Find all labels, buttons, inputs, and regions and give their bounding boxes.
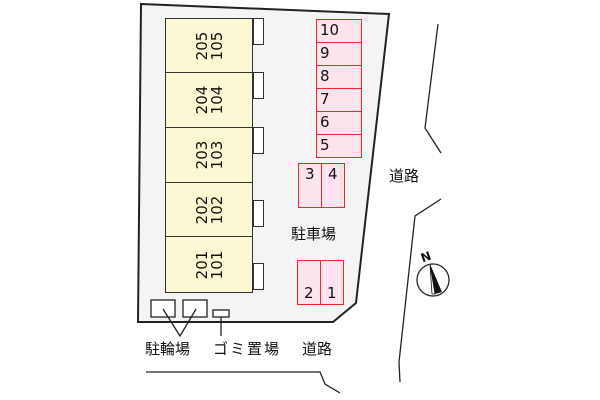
parking-space-10: 10: [316, 19, 362, 43]
road-label-east: 道路: [389, 167, 420, 185]
unit-side-box: [253, 127, 264, 154]
unit-side-box: [253, 263, 264, 290]
road-edge-east-lower: [398, 198, 442, 383]
parking-space-9: 9: [316, 42, 362, 66]
unit-side-box: [253, 18, 264, 45]
parking-space-3: 3: [298, 163, 322, 208]
road-edge-east-upper: [424, 23, 442, 154]
compass-icon: [416, 263, 450, 297]
garbage-area-label: ゴミ置場: [213, 340, 282, 358]
unit-side-box: [253, 200, 264, 227]
parking-space-2: 2: [297, 260, 321, 305]
bicycle-parking-label: 駐輪場: [145, 340, 191, 358]
parking-label: 駐車場: [291, 225, 337, 243]
parking-space-6: 6: [316, 111, 362, 135]
road-label-south: 道路: [302, 340, 333, 358]
bicycle-pointer: [162, 308, 197, 338]
parking-space-5: 5: [316, 134, 362, 158]
road-edge-south: [146, 371, 341, 394]
parking-space-7: 7: [316, 88, 362, 112]
parking-space-4: 4: [321, 163, 345, 208]
parking-space-1: 1: [320, 260, 344, 305]
unit-side-box: [253, 72, 264, 99]
bicycle-rack-2: [182, 299, 208, 318]
bicycle-rack-1: [150, 299, 176, 318]
parking-space-8: 8: [316, 65, 362, 89]
garbage-box: [212, 309, 230, 318]
